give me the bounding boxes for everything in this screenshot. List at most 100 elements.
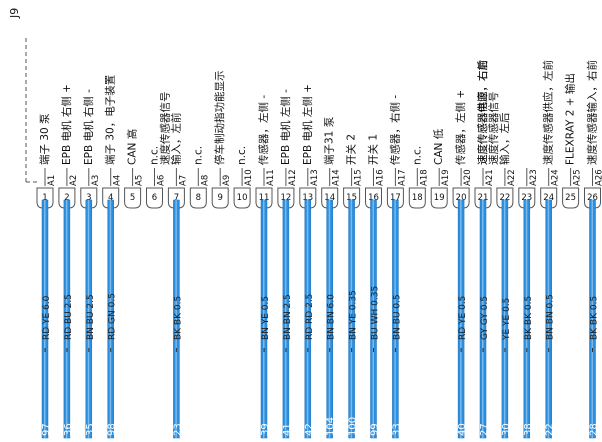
pin-label: A24 [551,169,561,186]
pin-label: A13 [310,169,320,186]
pin-function-label: EPB 电机 左侧 - [279,89,292,165]
pin-function-label: EPB 电机 右侧 - [82,89,95,165]
pin-number: 2 [64,193,69,203]
pin-label: A12 [288,169,298,186]
wire-spec-label: BN BN 2.5 [283,294,293,340]
pin-function-label: 速度传感器信号 [487,92,500,166]
wire-number: 35 [85,423,96,436]
pin-number: 23 [521,193,532,203]
pin-function-label: 速度传感器信号 [158,92,171,166]
pin-label: A10 [244,169,254,186]
wire-number: 98 [107,423,118,436]
wire-number: 42 [304,423,315,436]
wire-number: 23 [172,423,183,436]
pin-number: 16 [368,193,379,203]
pin-label: A7 [178,175,188,186]
wire-highlight [109,200,112,438]
wire-highlight [503,200,506,438]
pin-number: 4 [108,193,113,203]
wire-spec-label: RD RD 2.5 [305,294,315,340]
pin-number: 20 [456,193,467,203]
pin-label: A4 [113,175,123,186]
pin-label: A17 [397,169,407,186]
wire-spec-label: BN YE 0.35 [349,290,359,340]
wire-spec-label: BK BK 0.5 [524,296,534,340]
wire-spec-label: BU WH 0.35 [371,286,381,340]
pin-number: 7 [174,193,179,203]
pin-number: 17 [390,193,401,203]
pin-number: 25 [565,193,576,203]
pin-number: 26 [587,193,598,203]
pin-function-label: 传感器，右侧 - [388,95,401,165]
pin-label: A8 [200,175,210,186]
wire-spec-label: BK BK 0.5 [590,296,600,340]
pin-number: 10 [237,193,248,203]
pin-number: 14 [324,193,335,203]
pin-function-label: 速度传感器供应，右后 [476,60,489,165]
pin-label: A5 [135,175,145,186]
wire-number: 41 [282,423,293,436]
pin-function-label: n.c. [149,146,161,165]
pin-function-label: 端子 30 泵 [38,113,51,165]
pin-function-label: EPB 电机 左侧 + [301,84,314,165]
wire-number: 99 [370,423,381,436]
wire-highlight [372,200,374,438]
pin-box [233,187,251,209]
pin-label: A3 [91,175,101,186]
pin-box [430,187,448,209]
pin-function-label: CAN 低 [432,128,445,165]
pin-label: A21 [485,169,495,186]
wire-number: 40 [457,423,468,436]
pin-label: A15 [354,169,364,186]
pin-function-label: 速度传感器供应，左前 [542,60,555,165]
wire-highlight [306,200,309,438]
pin-label: A20 [463,169,473,186]
wire-spec-label: BK BK 0.5 [173,296,183,340]
pin-function-label: 开关 1 [367,134,380,165]
wire-number: 28 [589,423,600,436]
pin-number: 8 [196,193,201,203]
pin-label: A16 [376,169,386,186]
pin-label: A22 [507,169,517,186]
pin-label: A23 [529,169,539,186]
pin-function-label: 端子31 泵 [323,116,336,165]
pin-function-label: n.c. [411,146,423,165]
pin-label: A26 [595,169,602,186]
pin-function-label: 传感器，左侧 + [454,90,467,165]
pin-box [146,187,163,209]
pin-number: 19 [434,193,445,203]
wire-number: 38 [523,423,534,436]
wire-highlight [44,200,46,438]
pin-label: A25 [573,169,583,186]
pin-function-label: 传感器，左侧 - [257,95,270,165]
wire-highlight [328,200,331,438]
wire-spec-label: GY GY 0.5 [480,296,490,340]
wire-number: 33 [391,423,402,436]
wire-number: 39 [260,423,271,436]
wire-highlight [87,200,90,438]
wire-number: 30 [501,423,512,436]
pin-function-label: 停车制动指功能显示 [213,71,226,166]
pin-number: 24 [543,193,554,203]
wire-highlight [460,200,462,438]
pin-label: A18 [419,169,429,186]
pin-function-label: 速度传感器输入，右前 [586,60,599,165]
pin-function-label: n.c. [236,146,248,165]
wire-highlight [263,200,265,438]
pin-function-label: 输入，左前 [169,113,182,166]
wire-highlight [350,200,353,438]
pin-label: A1 [47,175,57,186]
pin-number: 15 [346,193,357,203]
wire-spec-label: RD GN 0.5 [108,293,118,340]
pin-box [562,187,580,209]
wire-highlight [482,200,484,438]
wire-spec-label: BN BN 6.0 [327,294,337,340]
pin-function-label: 输入，左后 [498,113,511,166]
wire-spec-label: BN BN 0.5 [546,294,556,340]
wire-spec-label: BN BU 2.5 [86,294,96,340]
wire-spec-label: RD YE 6.0 [42,295,52,340]
pin-label: A19 [441,169,451,186]
pin-box [408,187,426,209]
